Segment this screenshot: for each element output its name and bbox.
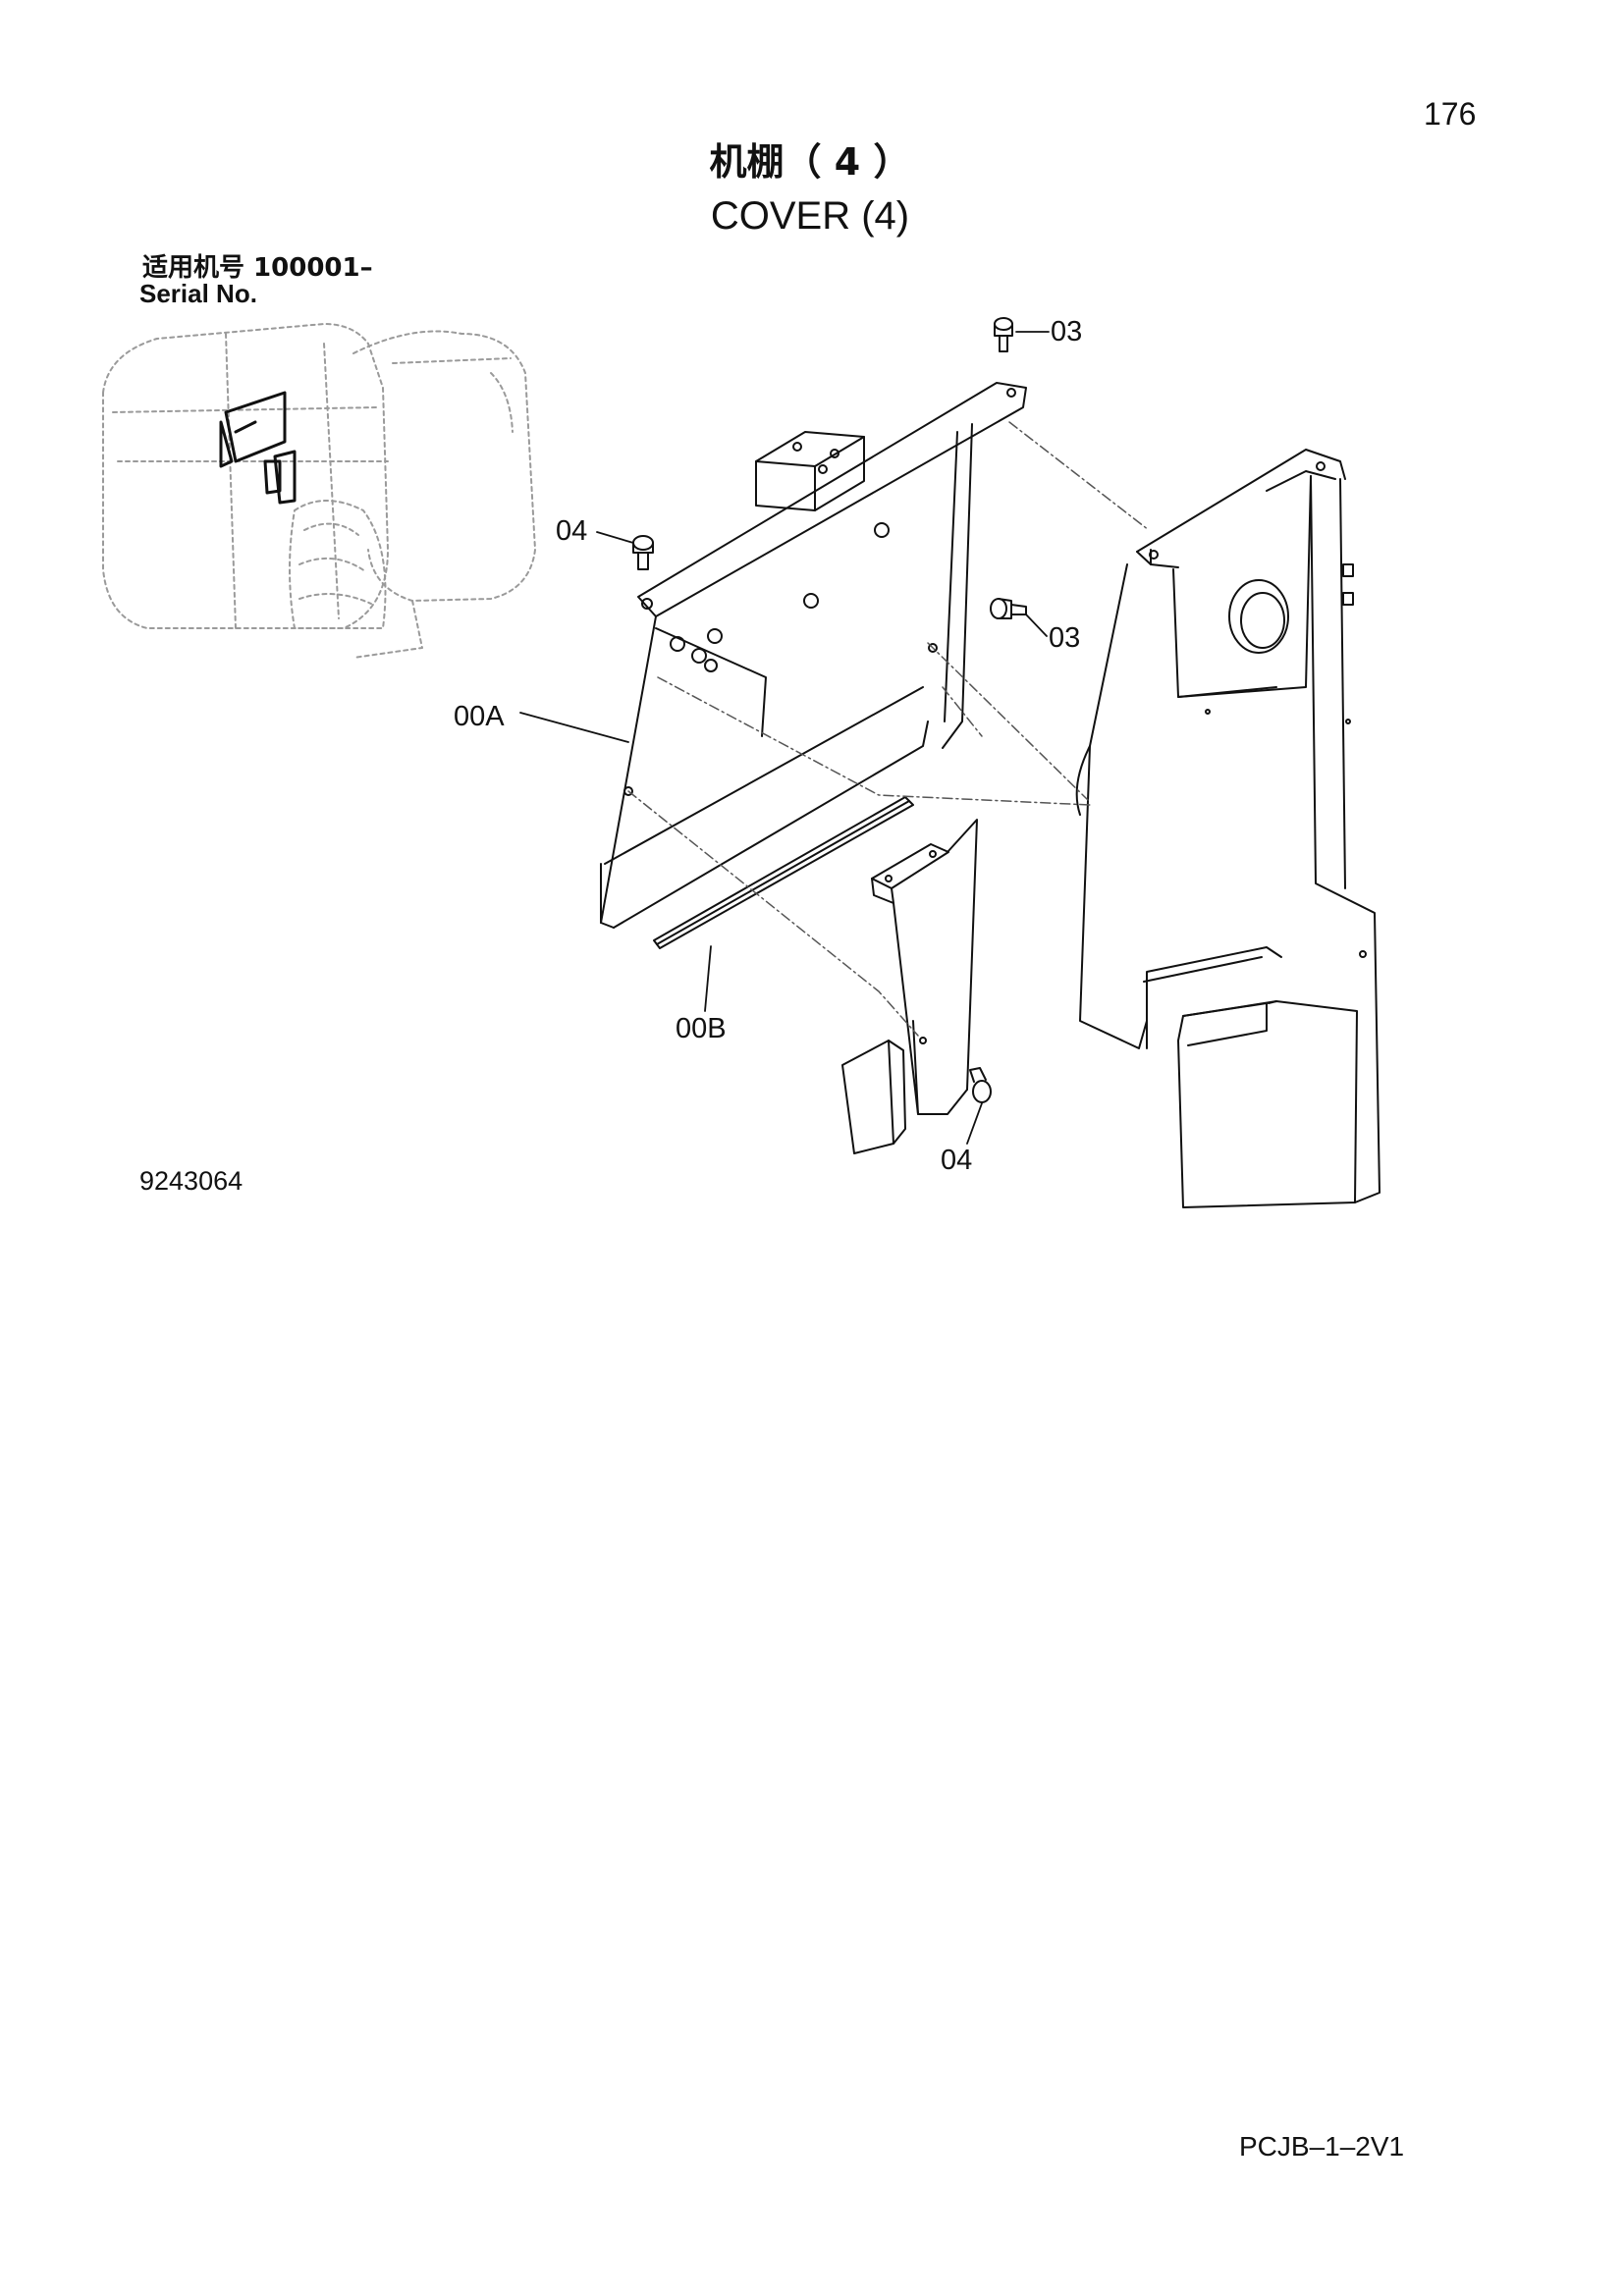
drawing-number: 9243064 (139, 1166, 244, 1196)
page-title-chinese: 机棚（ 4 ） (709, 140, 911, 184)
leader-lines (519, 331, 1050, 1145)
callout-00a: 00A (454, 701, 505, 732)
bolt-03-top (994, 317, 1013, 352)
document-code: PCJB–1–2V1 (1239, 2131, 1405, 2162)
serial-number-label: Serial No. (139, 279, 257, 308)
callout-04-upper: 04 (556, 515, 588, 547)
callout-00b: 00B (676, 1013, 727, 1044)
serial-range-label-chinese: 适用机号 100001– (142, 253, 373, 283)
bolt-04-lower (969, 1067, 992, 1103)
bolt-04-upper (632, 535, 654, 570)
highlighted-cover-location (219, 391, 297, 505)
support-bracket-upper (755, 431, 865, 511)
callout-03-mid: 03 (1049, 622, 1081, 654)
seal-strip-00b (653, 796, 914, 949)
cover-panel-00a (600, 382, 1027, 929)
alignment-lines (627, 421, 1150, 1037)
callout-04-lower: 04 (941, 1145, 973, 1176)
page-number: 176 (1424, 96, 1477, 132)
page-title-english: COVER (4) (710, 194, 910, 238)
machine-overview-illustration (102, 323, 536, 659)
lower-bracket (841, 819, 978, 1154)
callout-03-top: 03 (1051, 316, 1083, 347)
bolt-03-mid (990, 598, 1027, 619)
side-frame (1075, 449, 1380, 1208)
